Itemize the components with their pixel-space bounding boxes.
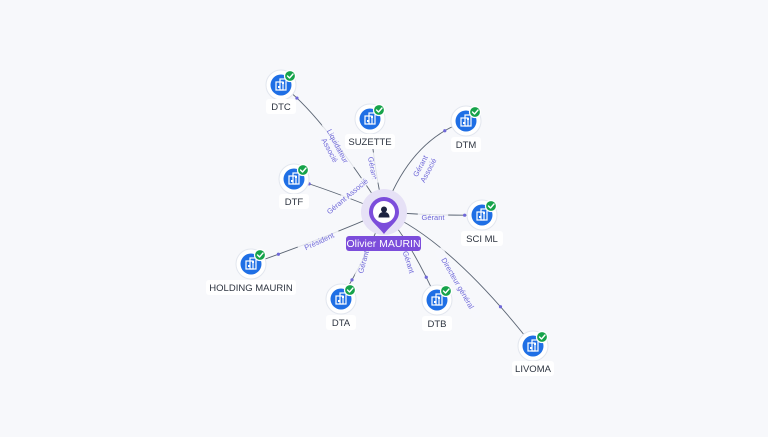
node-label-bg: [345, 134, 395, 149]
check-icon: [535, 330, 549, 344]
node-label: SCI ML: [466, 234, 498, 245]
node-label: DTA: [332, 318, 351, 329]
building-icon: [527, 339, 539, 352]
node-label: SUZETTE: [348, 137, 391, 148]
node-label: DTC: [271, 102, 291, 113]
edge-label-text: Gérant: [422, 213, 446, 222]
company-node-holding[interactable]: HOLDING MAURIN: [206, 248, 296, 295]
edge-label-text: Gérant: [401, 250, 417, 275]
building-icon: [476, 208, 488, 221]
person-icon: [378, 206, 390, 218]
check-icon: [253, 248, 267, 262]
company-node-dta[interactable]: DTA: [325, 283, 357, 330]
building-icon: [335, 292, 347, 305]
check-icon: [283, 69, 297, 83]
node-label-bg: [461, 231, 503, 246]
node-label-bg: [279, 194, 309, 209]
node-label-bg: [326, 315, 356, 330]
edge-label-text: Gérant: [356, 249, 371, 274]
node-label-bg: [206, 280, 296, 295]
node-label: DTM: [456, 140, 477, 151]
node-label-bg: [266, 99, 296, 114]
edge-label-text: Président: [303, 230, 336, 252]
node-label: DTB: [428, 319, 447, 330]
nodes-layer: DTC SUZETTE DTM DTF SCI ML HOLDING MAURIN DTA D…: [206, 69, 554, 376]
company-node-sciml[interactable]: SCI ML: [461, 199, 503, 246]
center-person-node[interactable]: Olivier MAURIN: [346, 189, 421, 251]
center-label: Olivier MAURIN: [346, 238, 420, 250]
node-label-bg: [422, 316, 452, 331]
building-icon: [460, 114, 472, 127]
edge-label-sciml: Gérant: [417, 212, 449, 222]
node-label-bg: [512, 361, 554, 376]
company-node-dtb[interactable]: DTB: [421, 284, 453, 331]
edge-arrow: [350, 278, 354, 282]
check-icon: [484, 199, 498, 213]
check-icon: [372, 103, 386, 117]
edge-label-holding: Président: [297, 227, 341, 255]
node-label: DTF: [285, 197, 304, 208]
building-icon: [245, 257, 257, 270]
center-label-bg: [346, 236, 421, 251]
company-node-suzette[interactable]: SUZETTE: [345, 103, 395, 149]
check-icon: [439, 284, 453, 298]
building-icon: [288, 172, 300, 185]
edge-arrow: [463, 213, 467, 217]
node-label: LIVOMA: [515, 364, 552, 375]
check-icon: [343, 283, 357, 297]
node-label: HOLDING MAURIN: [209, 283, 293, 294]
node-label-bg: [451, 137, 481, 152]
building-icon: [431, 293, 443, 306]
building-icon: [275, 78, 287, 91]
building-icon: [364, 112, 376, 125]
edge-arrow: [295, 96, 299, 100]
company-node-dtm[interactable]: DTM: [450, 105, 482, 152]
company-node-dtc[interactable]: DTC: [265, 69, 297, 114]
edge-arrow: [276, 252, 280, 256]
check-icon: [296, 163, 310, 177]
edge-arrow: [498, 305, 503, 309]
edge-arrow: [443, 129, 447, 133]
edge-arrow: [424, 275, 428, 279]
company-node-dtf[interactable]: DTF: [278, 163, 310, 209]
check-icon: [468, 105, 482, 119]
company-node-livoma[interactable]: LIVOMA: [512, 330, 554, 376]
